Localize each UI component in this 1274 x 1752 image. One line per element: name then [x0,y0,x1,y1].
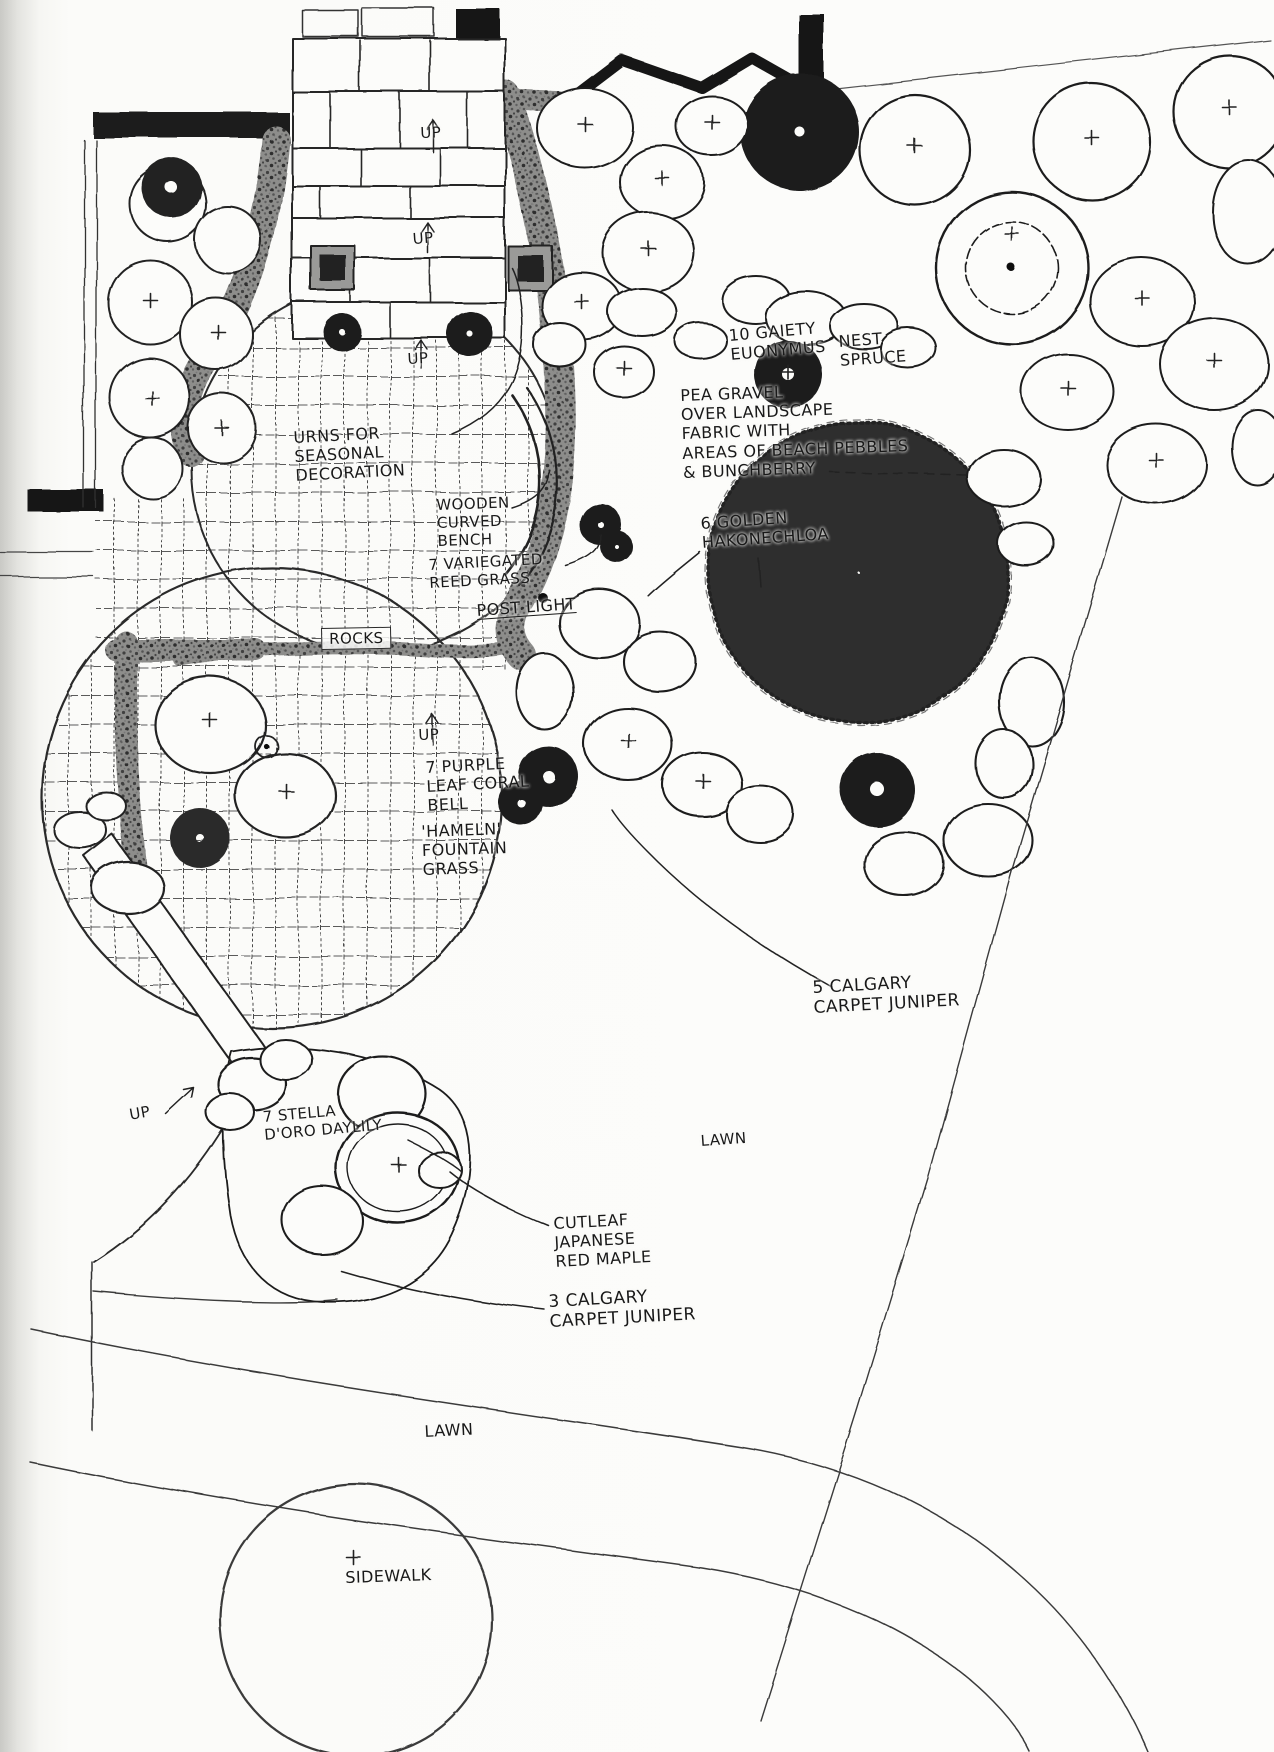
decorative-urns [310,245,553,291]
foundation-bed-shrubs [107,158,262,499]
nest-spruce-label: NEST SPRUCE [838,328,908,371]
house-walls [0,7,1271,578]
calgary-carpet-juniper-3-label: 3 CALGARY CARPET JUNIPER [548,1286,697,1333]
urns-note-label: URNS FOR SEASONAL DECORATION [293,423,406,486]
up-step-1-label: UP [420,123,442,142]
stone-steps [291,37,506,339]
lawn-east-label: LAWN [700,1128,748,1150]
up-step-3-label: UP [407,348,429,368]
variegated-reed-grass-label: 7 VARIEGATED REED GRASS [428,550,544,592]
wooden-curved-bench-label: WOODEN CURVED BENCH [436,493,510,550]
ramp-path [53,791,339,1431]
rocks-label: ROCKS [321,626,392,650]
calgary-carpet-juniper-5-label: 5 CALGARY CARPET JUNIPER [812,972,961,1019]
hakonechloa-grass-mass [704,418,1012,726]
hameln-fountain-grass-label: 'HAMELN' FOUNTAIN GRASS [421,819,508,880]
stella-doro-daylily-label: 7 STELLA D'ORO DAYLILY [262,1101,383,1144]
golden-hakonechloa-label: 6 GOLDEN HAKONECHLOA [700,507,830,553]
curved-bench [503,386,558,587]
pea-gravel-note-label: PEA GRAVEL OVER LANDSCAPE FABRIC WITH AR… [680,382,909,482]
mid-planting [323,311,1066,898]
cutleaf-japanese-red-maple-label: CUTLEAF JAPANESE RED MAPLE [553,1210,652,1272]
lawn-south-label: LAWN [424,1419,474,1441]
up-ramp-label: UP [128,1102,152,1124]
site-lines [29,496,1149,1752]
post-light-label: POST LIGHT [476,594,577,620]
purple-leaf-coral-bell-label: 7 PURPLE LEAF CORAL BELL [425,753,530,816]
up-patio-label: UP [418,725,440,744]
sidewalk-label: SIDEWALK [345,1564,432,1587]
leader-lines [163,119,969,1311]
gaiety-euonymus-label: 10 GAIETY EUONYMUS [728,318,827,365]
up-step-2-label: UP [412,228,435,248]
maple-bed [205,1039,472,1304]
